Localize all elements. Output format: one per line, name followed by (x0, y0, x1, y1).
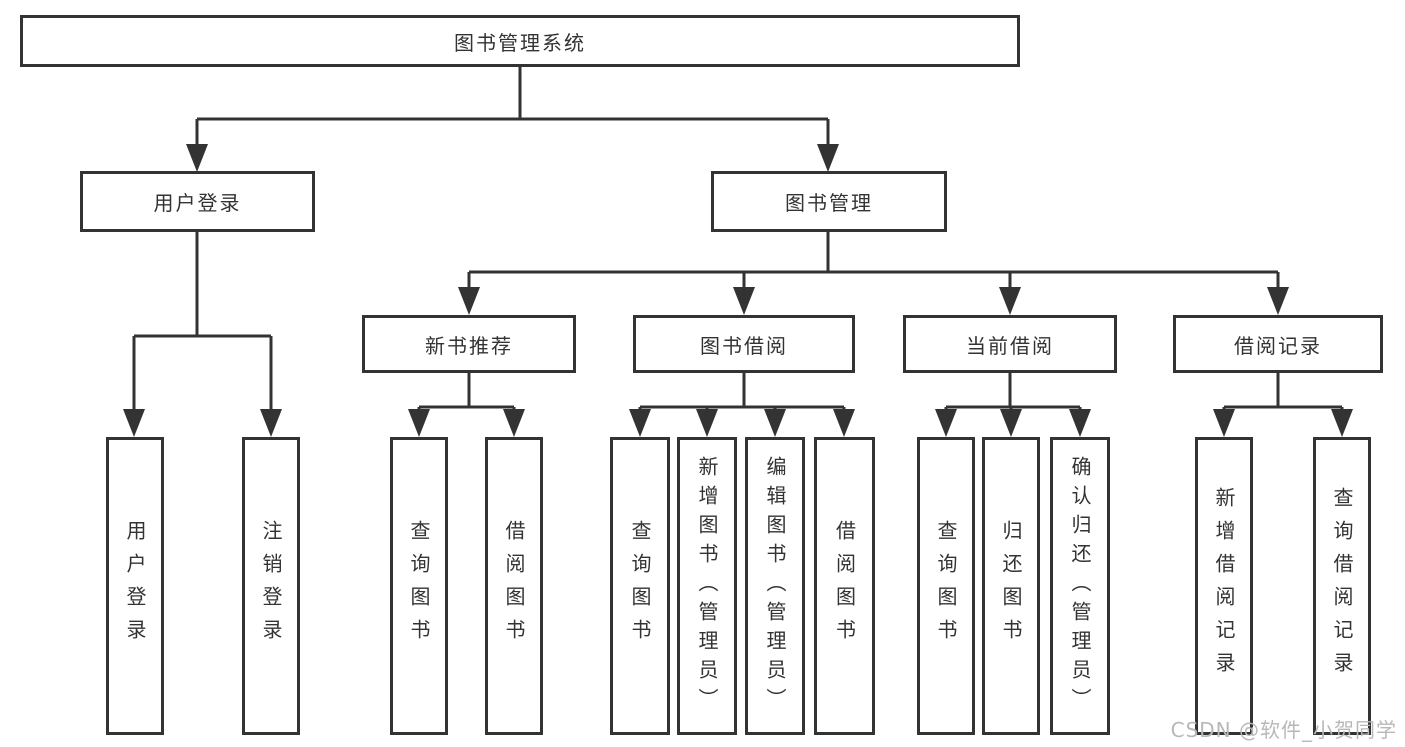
leaf-borrow-books-recommend: 借阅图书 (485, 437, 543, 735)
node-label: 新增图书（管理员） (695, 455, 719, 717)
node-label: 借阅图书 (502, 520, 526, 652)
node-label: 借阅图书 (832, 520, 857, 652)
node-label: 图书借阅 (700, 333, 788, 358)
node-label: 图书管理系统 (454, 30, 586, 55)
node-root: 图书管理系统 (20, 15, 1020, 67)
leaf-query-books-recommend: 查询图书 (390, 437, 448, 735)
node-label: 查询图书 (628, 520, 652, 652)
leaf-user-login: 用户登录 (106, 437, 164, 735)
connector-borrowing-records-to-children (1213, 373, 1353, 437)
node-label: 查询借阅记录 (1330, 487, 1354, 685)
leaf-add-book-admin: 新增图书（管理员） (677, 437, 737, 735)
connector-root-to-level2 (186, 67, 839, 172)
node-label: 编辑图书（管理员） (763, 455, 787, 717)
node-label: 注销登录 (259, 520, 283, 652)
node-current-borrowing: 当前借阅 (903, 315, 1117, 373)
leaf-query-books-current: 查询图书 (917, 437, 975, 735)
leaf-edit-book-admin: 编辑图书（管理员） (745, 437, 805, 735)
node-label: 用户登录 (123, 520, 147, 652)
watermark: CSDN @软件_小贺同学 (1170, 718, 1397, 742)
node-user-login: 用户登录 (80, 171, 315, 232)
leaf-query-borrow-record: 查询借阅记录 (1313, 437, 1371, 735)
node-new-book-recommend: 新书推荐 (362, 315, 576, 373)
leaf-borrow-books-borrowing: 借阅图书 (814, 437, 875, 735)
node-label: 查询图书 (407, 520, 431, 652)
connector-user-login-to-children (123, 232, 282, 437)
node-label: 当前借阅 (966, 333, 1054, 358)
node-label: 借阅记录 (1234, 333, 1322, 358)
node-label: 查询图书 (934, 520, 958, 652)
node-borrowing-records: 借阅记录 (1173, 315, 1383, 373)
leaf-query-books-borrowing: 查询图书 (610, 437, 670, 735)
connector-book-management-to-level3 (458, 232, 1289, 315)
node-book-management: 图书管理 (711, 171, 947, 232)
node-label: 确认归还（管理员） (1068, 455, 1092, 717)
node-label: 新增借阅记录 (1212, 487, 1236, 685)
node-label: 图书管理 (785, 191, 873, 215)
node-label: 归还图书 (999, 520, 1023, 652)
connector-new-book-recommend-to-children (408, 373, 525, 437)
leaf-return-books: 归还图书 (982, 437, 1040, 735)
leaf-confirm-return-admin: 确认归还（管理员） (1050, 437, 1110, 735)
leaf-add-borrow-record: 新增借阅记录 (1195, 437, 1253, 735)
connector-book-borrowing-to-children (629, 373, 855, 437)
node-label: 用户登录 (153, 191, 242, 215)
connector-current-borrowing-to-children (935, 373, 1091, 437)
node-book-borrowing: 图书借阅 (633, 315, 855, 373)
leaf-logout: 注销登录 (242, 437, 300, 735)
node-label: 新书推荐 (425, 333, 513, 358)
